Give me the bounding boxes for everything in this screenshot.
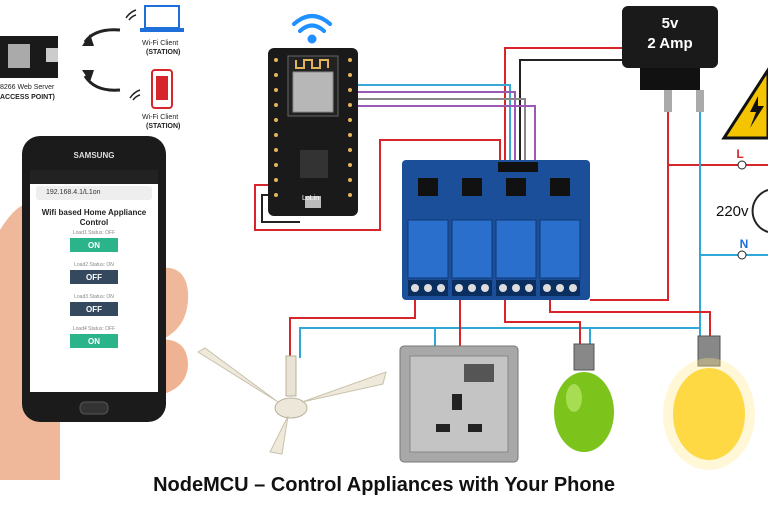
arrow-to-client2 [83, 75, 121, 92]
client1-station-label: (STATION) [146, 49, 181, 56]
load2-toggle-button[interactable]: OFF [70, 270, 118, 284]
wall-socket-icon [399, 345, 519, 463]
client2-station-label: (STATION) [146, 123, 181, 130]
relay-4 [539, 219, 581, 279]
smartphone-client-icon [151, 69, 173, 109]
mains: L N 220v [716, 147, 768, 260]
phone-brand: SAMSUNG [74, 151, 115, 160]
nodemcu-board: LoLin [268, 48, 358, 216]
load2-status: Load2 Status: ON [74, 262, 114, 268]
ceiling-fan-icon [197, 347, 387, 455]
server-label: 8266 Web Server [0, 84, 55, 91]
wires [254, 47, 768, 358]
access-point-label: ACCESS POINT) [0, 94, 55, 101]
wifi-small-icon-2 [129, 89, 141, 101]
app-title: Wifi based Home Appliance Control [41, 208, 147, 227]
warning-high-voltage-icon [721, 67, 768, 140]
green-bulb-icon [554, 343, 614, 452]
client1-label: Wi-Fi Client [142, 40, 179, 47]
wifi-small-icon-1 [125, 9, 137, 21]
yellow-bulb-icon [663, 335, 755, 470]
relay-3 [495, 219, 537, 279]
load4-status: Load4 Status: OFF [72, 326, 116, 332]
phone-screen: 192.168.4.1/L1on Wifi based Home Applian… [30, 170, 158, 392]
status-bar [30, 170, 158, 184]
wifi-icon [292, 14, 332, 44]
load3-status: Load3 Status: ON [74, 294, 114, 300]
neutral-label: N [740, 237, 749, 251]
power-adapter: 5v 2 Amp [622, 6, 718, 112]
adapter-current: 2 Amp [647, 35, 692, 52]
relay-1 [407, 219, 449, 279]
load3-toggle-button[interactable]: OFF [70, 302, 118, 316]
load1-toggle-button[interactable]: ON [70, 238, 118, 252]
live-label: L [736, 147, 743, 161]
mains-voltage-label: 220v [716, 203, 749, 220]
board-label: LoLin [302, 195, 319, 202]
esp-module-icon [0, 36, 58, 78]
caption: NodeMCU – Control Appliances with Your P… [153, 474, 615, 496]
relay-2 [451, 219, 493, 279]
load4-toggle-button[interactable]: ON [70, 334, 118, 348]
load1-status: Load1 Status: OFF [72, 230, 116, 236]
laptop-icon [140, 5, 184, 32]
relay-board [402, 160, 590, 300]
adapter-voltage: 5v [662, 15, 679, 32]
client2-label: Wi-Fi Client [142, 114, 179, 121]
url-bar[interactable]: 192.168.4.1/L1on [36, 186, 152, 200]
